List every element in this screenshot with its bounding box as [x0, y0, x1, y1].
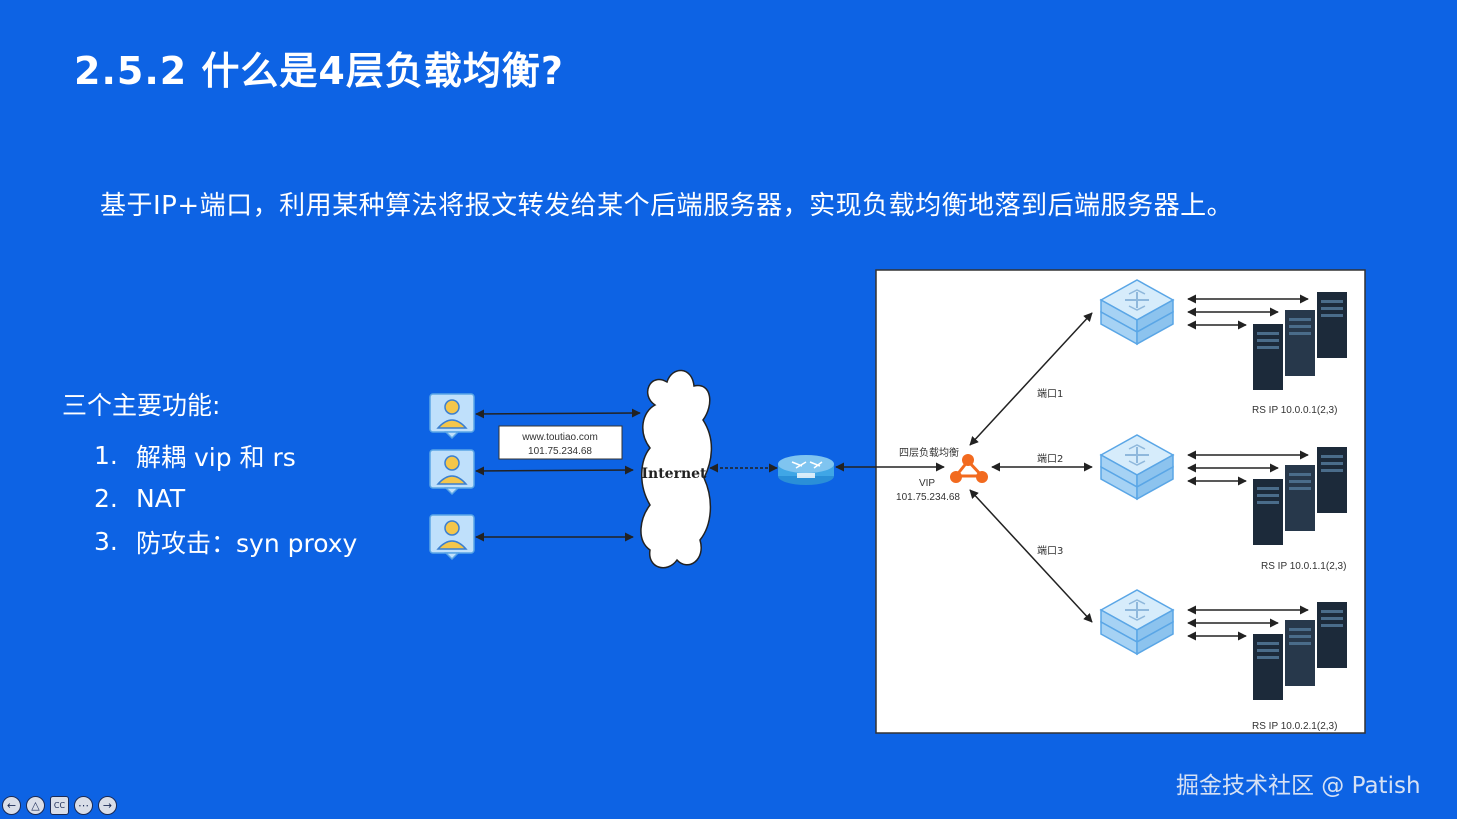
- domain-box: [498, 425, 623, 460]
- feature-text: 解耦 vip 和 rs: [136, 442, 296, 472]
- feature-text: NAT: [136, 484, 186, 513]
- client-link: [475, 465, 634, 476]
- port-label: 端口3: [1037, 544, 1063, 557]
- slide-toolbar: ← △ CC ⋯ →: [2, 796, 117, 815]
- vip-ip: 101.75.234.68: [896, 492, 960, 503]
- feature-num: 3.: [94, 527, 118, 556]
- up-icon[interactable]: △: [26, 796, 45, 815]
- load-balancer-icon: [950, 454, 988, 483]
- slide-title: 2.5.2 什么是4层负载均衡?: [74, 49, 564, 93]
- client-link: [475, 408, 641, 419]
- feature-item: 3. 防攻击：syn proxy: [94, 520, 357, 563]
- client-user-icon: [429, 514, 475, 560]
- port-label: 端口2: [1037, 452, 1063, 465]
- domain-ip: 101.75.234.68: [528, 446, 592, 457]
- rs-ip-label: RS IP 10.0.0.1(2,3): [1252, 405, 1337, 416]
- port-link: [969, 489, 1093, 623]
- watermark: 掘金技术社区 @ Patish: [1176, 773, 1421, 799]
- lb-label: 四层负载均衡: [899, 446, 959, 459]
- feature-num: 2.: [94, 484, 118, 513]
- captions-icon[interactable]: CC: [50, 796, 69, 815]
- internet-cloud: [640, 369, 713, 569]
- rs-ip-label: RS IP 10.0.2.1(2,3): [1252, 721, 1337, 732]
- vip-label: VIP: [919, 478, 935, 489]
- slide-description: 基于IP+端口，利用某种算法将报文转发给某个后端服务器，实现负载均衡地落到后端服…: [100, 191, 1234, 221]
- back-icon[interactable]: ←: [2, 796, 21, 815]
- port-label: 端口1: [1037, 387, 1063, 400]
- port-link: [969, 312, 1093, 446]
- forward-icon[interactable]: →: [98, 796, 117, 815]
- feature-item: 1. 解耦 vip 和 rs: [94, 434, 357, 477]
- feature-num: 1.: [94, 441, 118, 470]
- rs-ip-label: RS IP 10.0.1.1(2,3): [1261, 561, 1346, 572]
- client-user-icon: [429, 449, 475, 495]
- more-icon[interactable]: ⋯: [74, 796, 93, 815]
- client-user-icon: [429, 393, 475, 439]
- lb-diagram-panel: [875, 269, 1366, 734]
- router-icon: [778, 455, 834, 485]
- feature-text: 防攻击：syn proxy: [136, 528, 358, 558]
- feature-item: 2. NAT: [94, 477, 357, 520]
- internet-label: Internet: [641, 466, 707, 482]
- domain-name: www.toutiao.com: [521, 432, 598, 443]
- feature-heading: 三个主要功能:: [62, 391, 221, 420]
- feature-list: 三个主要功能: 1. 解耦 vip 和 rs 2. NAT 3. 防攻击：syn pr…: [62, 386, 357, 563]
